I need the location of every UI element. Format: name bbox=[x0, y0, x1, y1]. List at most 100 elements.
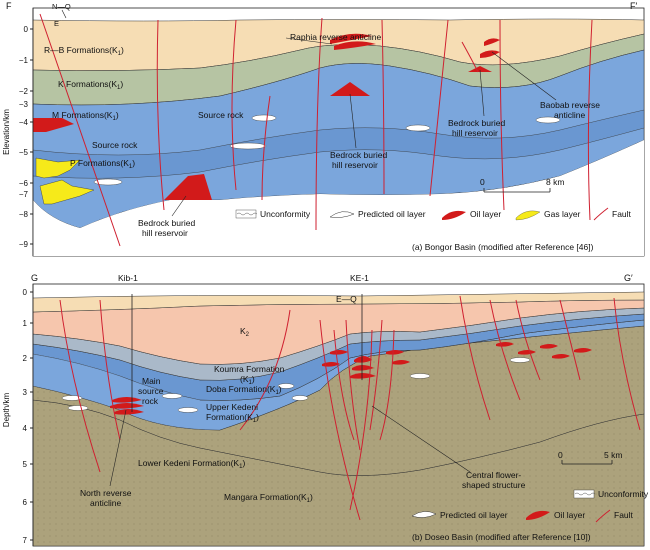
tick-label: −7 bbox=[19, 190, 29, 199]
tick-label: 6 bbox=[23, 498, 28, 507]
legend-predicted-oil-swatch bbox=[411, 511, 437, 518]
predicted-oil-lens bbox=[535, 116, 561, 124]
axis-bottom: 0 1 2 3 4 5 6 7 Depth/km bbox=[2, 284, 34, 546]
tick-label: 3 bbox=[23, 388, 28, 397]
oil-layers-kib bbox=[110, 397, 144, 415]
label-bedrock-left-1: Bedrock buried bbox=[138, 218, 195, 228]
label-rb-formations: R—B Formations(K1) bbox=[44, 45, 124, 57]
label-lower-kedeni: Lower Kedeni Formation(K1) bbox=[138, 458, 245, 470]
oil-layer-baobab-2 bbox=[480, 50, 500, 58]
label-bedrock-mid-2: hill reservoir bbox=[332, 160, 378, 170]
predicted-oil-lenses-b bbox=[61, 357, 531, 413]
legend-fault-swatch bbox=[595, 509, 611, 523]
label-bedrock-left-2: hill reservoir bbox=[142, 228, 188, 238]
legend-unconformity-label: Unconformity bbox=[260, 209, 311, 219]
tick-label: −9 bbox=[19, 240, 29, 249]
legend-unconformity-label: Unconformity bbox=[598, 489, 649, 499]
legend-predicted-oil-swatch bbox=[329, 211, 355, 218]
oil-layer-baobab-1 bbox=[484, 38, 500, 46]
tick-label: 1 bbox=[23, 319, 28, 328]
label-koumra-sub: (K1) bbox=[240, 374, 255, 386]
legend-oil-label: Oil layer bbox=[470, 209, 501, 219]
oil-layer-bedrock-right bbox=[468, 66, 492, 72]
label-koumra: Koumra Formation bbox=[214, 364, 285, 374]
label-baobab-1: Baobab reverse bbox=[540, 100, 600, 110]
label-doba: Doba Formation(K1) bbox=[206, 384, 282, 396]
legend-gas-label: Gas layer bbox=[544, 209, 581, 219]
corner-label-g: G bbox=[31, 273, 38, 283]
label-bedrock-right-2: hill reservoir bbox=[452, 128, 498, 138]
label-p-formations: P Formations(K1) bbox=[70, 158, 135, 170]
label-north-reverse-2: anticline bbox=[90, 498, 121, 508]
axis-label-depth: Depth/km bbox=[2, 393, 11, 428]
label-source-rock-1: Source rock bbox=[92, 140, 138, 150]
label-bedrock-mid-1: Bedrock buried bbox=[330, 150, 387, 160]
oil-layer-raphia-2 bbox=[334, 41, 376, 50]
scale-end: 5 km bbox=[604, 450, 622, 460]
scale-start: 0 bbox=[558, 450, 563, 460]
tick-label: −4 bbox=[19, 118, 29, 127]
caption-b: (b) Doseo Basin (modified after Referenc… bbox=[412, 532, 591, 542]
layer-source-band bbox=[32, 109, 645, 179]
legend-oil-swatch bbox=[442, 210, 466, 220]
oil-layer-m bbox=[33, 118, 74, 132]
gas-layer-1 bbox=[35, 157, 81, 179]
label-upper-kedeni-2: Formation(K1) bbox=[206, 412, 259, 424]
basement bbox=[33, 140, 644, 256]
label-nq: N—Q bbox=[52, 2, 71, 11]
label-baobab-2: anticline bbox=[554, 110, 585, 120]
scale-bar-bottom: 0 5 km bbox=[558, 450, 622, 465]
label-k2: K2 bbox=[240, 326, 250, 338]
scale-start: 0 bbox=[480, 177, 485, 187]
faults-top bbox=[39, 13, 593, 247]
label-main-source-2: source bbox=[138, 386, 164, 396]
tick-label: −2 bbox=[19, 87, 29, 96]
well-label-kib: Kib-1 bbox=[118, 273, 138, 283]
label-m-formations: M Formations(K1) bbox=[52, 110, 119, 122]
predicted-oil-lens bbox=[405, 124, 431, 132]
gas-layer-2 bbox=[39, 179, 95, 205]
tick-label: −5 bbox=[19, 148, 29, 157]
scale-end: 8 km bbox=[546, 177, 564, 187]
legend-unconformity-swatch bbox=[573, 489, 595, 499]
label-bedrock-right-1: Bedrock buried bbox=[448, 118, 505, 128]
oil-layers-ke bbox=[322, 350, 410, 379]
label-e: E bbox=[54, 19, 59, 28]
label-upper-kedeni-1: Upper Kedeni bbox=[206, 402, 258, 412]
label-main-source-3: rock bbox=[142, 396, 159, 406]
legend-fault-swatch bbox=[593, 207, 609, 221]
oil-layer-bedrock-left bbox=[164, 174, 212, 200]
label-mangara: Mangara Formation(K1) bbox=[224, 492, 313, 504]
label-source-rock-2: Source rock bbox=[198, 110, 244, 120]
tick-label: 0 bbox=[24, 25, 29, 34]
faults-bottom bbox=[59, 295, 641, 521]
layer-eq bbox=[32, 291, 645, 313]
corner-label-g-prime: G′ bbox=[624, 273, 633, 283]
panel-b: Kib-1 KE-1 0 1 2 3 4 5 6 7 Depth/km G G′… bbox=[2, 273, 649, 547]
label-eq: E—Q bbox=[336, 294, 357, 304]
label-raphia: Raphia reverse anticline bbox=[290, 32, 381, 42]
label-central-1: Central flower- bbox=[466, 470, 521, 480]
predicted-oil-lens bbox=[93, 178, 123, 186]
axis-top: 0 −1 −2 −3 −4 −5 −6 −7 −8 −9 Elevation/k… bbox=[2, 8, 34, 256]
tick-label: 2 bbox=[23, 354, 28, 363]
tick-label: −1 bbox=[19, 56, 29, 65]
predicted-oil-lens bbox=[251, 114, 277, 122]
oil-layer-bedrock-mid bbox=[330, 82, 370, 96]
layer-blue-body bbox=[33, 354, 220, 430]
label-north-reverse-1: North reverse bbox=[80, 488, 132, 498]
predicted-oil-lens bbox=[229, 142, 267, 150]
legend-oil-swatch bbox=[526, 510, 550, 520]
tick-label: −6 bbox=[19, 179, 29, 188]
tick-label: 4 bbox=[23, 424, 28, 433]
scale-bar-top: 0 8 km bbox=[480, 177, 564, 193]
legend-fault-label: Fault bbox=[614, 510, 634, 520]
tick-label: 5 bbox=[23, 460, 28, 469]
label-main-source-1: Main bbox=[142, 376, 161, 386]
legend-gas-swatch bbox=[515, 210, 541, 221]
label-central-2: shaped structure bbox=[462, 480, 526, 490]
legend-fault-label: Fault bbox=[612, 209, 632, 219]
well-label-ke: KE-1 bbox=[350, 273, 369, 283]
